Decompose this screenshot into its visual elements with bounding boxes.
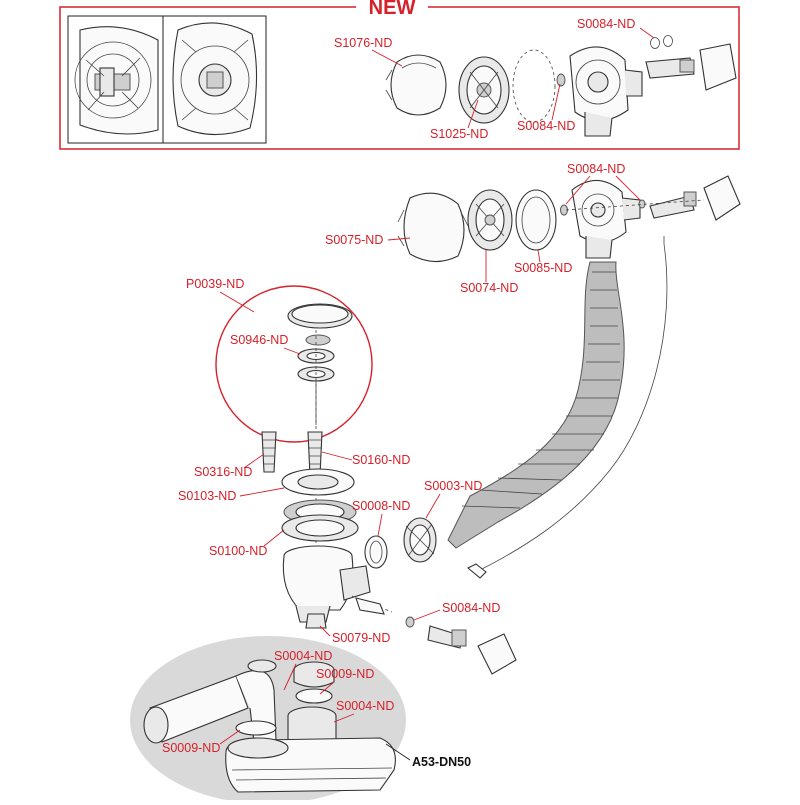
leader-s0079	[319, 625, 331, 637]
leader-s0085	[537, 249, 541, 263]
label-s0009-a: S0009-ND	[316, 667, 374, 681]
label-s0084-new-a: S0084-ND	[517, 119, 575, 133]
part-plug-cap	[287, 303, 353, 329]
label-s0004-b: S0004-ND	[336, 699, 394, 713]
inset-knob-closeup	[172, 22, 258, 136]
part-waste-body	[282, 545, 371, 623]
label-s0084-new-b: S0084-ND	[577, 17, 635, 31]
part-cable-bracket	[703, 175, 741, 221]
axis-overflow	[565, 199, 705, 211]
part-s0084-oring-a	[556, 73, 566, 87]
label-s0084-low: S0084-ND	[442, 601, 500, 615]
leader-s0084-mid-b	[615, 175, 641, 201]
leader-s1025	[467, 99, 479, 129]
inset-cover-closeup	[74, 26, 159, 135]
part-s0316-screw	[261, 431, 277, 473]
leader-s0316	[243, 453, 265, 469]
label-s0004-a: S0004-ND	[274, 649, 332, 663]
leader-s0084-mid-a	[565, 175, 591, 205]
part-s0075-knob	[397, 192, 469, 263]
label-s0084-mid: S0084-ND	[567, 162, 625, 176]
label-s0003: S0003-ND	[424, 479, 482, 493]
part-low-bracket	[477, 633, 517, 675]
leader-s0084-low	[413, 609, 441, 621]
label-s0100: S0100-ND	[209, 544, 267, 558]
part-corrugated-hose	[447, 261, 625, 549]
label-s0085: S0085-ND	[514, 261, 572, 275]
part-s0003-nut	[403, 517, 437, 563]
leader-s0004-a	[283, 663, 297, 691]
leader-s0003	[425, 493, 441, 519]
leader-s0103	[239, 487, 285, 497]
part-s0079-nut	[305, 613, 327, 629]
part-s1025-insert	[458, 56, 510, 124]
leader-s0084-new-a	[551, 83, 561, 121]
part-s0085-ring	[515, 189, 557, 251]
label-s0946: S0946-ND	[230, 333, 288, 347]
label-s0075: S0075-ND	[325, 233, 383, 247]
part-s0103-flange	[281, 468, 355, 496]
part-s0004-nut-a	[293, 661, 335, 688]
part-s0008-ring	[364, 535, 388, 569]
part-new-spindle	[645, 57, 695, 79]
label-s0008: S0008-ND	[352, 499, 410, 513]
label-s0160: S0160-ND	[352, 453, 410, 467]
leader-s0100	[263, 529, 285, 547]
label-s0009-b: S0009-ND	[162, 741, 220, 755]
label-s0079: S0079-ND	[332, 631, 390, 645]
leader-p0039	[219, 291, 255, 313]
leader-s0004-b	[333, 713, 355, 723]
new-label: NEW	[369, 0, 416, 19]
part-cable-spindle	[649, 191, 697, 219]
part-bowden-cable	[475, 243, 668, 573]
label-a53-dn50: A53-DN50	[412, 755, 471, 769]
part-s0084-oring-low	[405, 616, 415, 628]
part-new-overflow-body	[569, 46, 643, 137]
part-overflow-body	[571, 179, 641, 259]
label-s0074: S0074-ND	[460, 281, 518, 295]
part-siphon-base	[225, 737, 396, 793]
leader-s0009-b	[219, 729, 241, 745]
part-s0084-oring-b	[650, 37, 660, 49]
leader-s0160	[321, 451, 353, 461]
leader-s1076	[371, 49, 403, 67]
leader-s0009-a	[319, 681, 335, 695]
label-s1025: S1025-ND	[430, 127, 488, 141]
leader-s0946	[283, 347, 301, 355]
p0039-highlight-circle	[215, 285, 373, 443]
part-s0009-ring-b	[235, 720, 277, 736]
part-cable-end-bottom	[467, 563, 487, 579]
part-new-bracket	[699, 43, 737, 91]
leader-s0084-new-b	[639, 27, 655, 39]
new-label-bg	[356, 0, 428, 18]
leader-s0075	[387, 237, 411, 241]
part-lever	[355, 597, 385, 615]
part-s0009-ring-a	[295, 688, 333, 704]
label-s1076: S1076-ND	[334, 36, 392, 50]
leader-s0008	[377, 513, 383, 537]
part-s1076-knob	[385, 54, 447, 116]
part-s0100-seals	[281, 499, 359, 542]
part-s0074-insert	[467, 189, 513, 251]
label-p0039: P0039-ND	[186, 277, 244, 291]
detail-inset-frame	[67, 15, 267, 144]
part-cable-end-low	[427, 625, 467, 649]
label-s0316: S0316-ND	[194, 465, 252, 479]
label-s0103: S0103-ND	[178, 489, 236, 503]
leader-a53-dn50	[385, 743, 411, 761]
part-new-ring	[512, 49, 556, 123]
part-s0084-oring-c	[663, 35, 673, 47]
part-siphon-elbow	[143, 659, 277, 744]
